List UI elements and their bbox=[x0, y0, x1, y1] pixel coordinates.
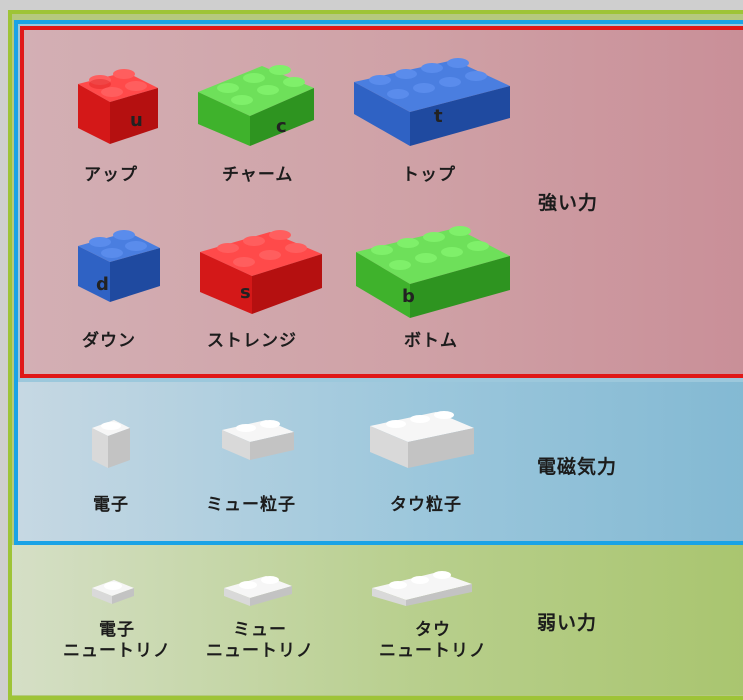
bottom-quark-brick-icon: b bbox=[352, 222, 514, 322]
electron-neutrino-brick-icon bbox=[88, 574, 138, 610]
weak-force-region bbox=[12, 545, 743, 695]
neutrino-line1: ミュー bbox=[233, 620, 287, 640]
quark-label-bottom: ボトム bbox=[404, 331, 458, 351]
quark-symbol: d bbox=[96, 274, 109, 295]
tau-neutrino-brick-icon bbox=[368, 568, 476, 608]
quark-label-charm: チャーム bbox=[222, 165, 294, 185]
electron-brick-icon bbox=[88, 412, 134, 472]
quark-symbol: b bbox=[402, 286, 415, 307]
top-quark-brick-icon: t bbox=[350, 52, 515, 150]
tau-neutrino-label: タウ ニュートリノ bbox=[368, 620, 498, 662]
quark-symbol: t bbox=[434, 106, 443, 127]
quark-label-up: アップ bbox=[84, 165, 138, 185]
quark-symbol: u bbox=[130, 110, 143, 131]
muon-label: ミュー粒子 bbox=[206, 495, 296, 515]
electron-label: 電子 bbox=[93, 495, 129, 515]
strange-quark-brick-icon: s bbox=[196, 222, 326, 318]
weak-force-label: 弱い力 bbox=[537, 612, 598, 634]
electron-neutrino-label: 電子 ニュートリノ bbox=[52, 620, 182, 662]
charm-quark-brick-icon: c bbox=[192, 54, 320, 150]
neutrino-line1: タウ bbox=[415, 620, 451, 640]
neutrino-line2: ニュートリノ bbox=[63, 641, 171, 661]
tau-label: タウ粒子 bbox=[390, 495, 462, 515]
neutrino-line1: 電子 bbox=[99, 620, 135, 640]
quark-symbol: s bbox=[240, 282, 251, 303]
neutrino-line2: ニュートリノ bbox=[206, 641, 314, 661]
muon-neutrino-brick-icon bbox=[220, 572, 296, 608]
quark-label-top: トップ bbox=[402, 165, 456, 185]
up-quark-brick-icon: u bbox=[70, 62, 165, 150]
quark-symbol: c bbox=[276, 116, 287, 137]
neutrino-line2: ニュートリノ bbox=[379, 641, 487, 661]
quark-label-down: ダウン bbox=[82, 331, 136, 351]
muon-neutrino-label: ミュー ニュートリノ bbox=[195, 620, 325, 662]
strong-force-label: 強い力 bbox=[538, 192, 599, 214]
quark-label-strange: ストレンジ bbox=[207, 331, 297, 351]
down-quark-brick-icon: d bbox=[72, 222, 168, 308]
electromagnetic-force-label: 電磁気力 bbox=[537, 456, 618, 478]
tau-brick-icon bbox=[366, 408, 478, 470]
muon-brick-icon bbox=[218, 416, 298, 464]
electromagnetic-region bbox=[18, 382, 743, 541]
